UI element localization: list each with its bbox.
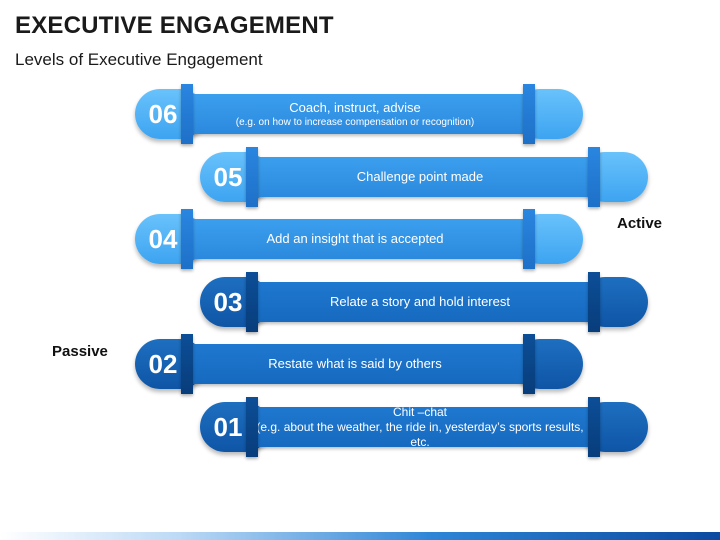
page-title: EXECUTIVE ENGAGEMENT	[15, 12, 334, 39]
level-row-03: Relate a story and hold interest 03	[200, 272, 650, 332]
level-row-05: Challenge point made 05	[200, 147, 650, 207]
clip-right	[588, 272, 600, 332]
clip-right	[523, 334, 535, 394]
clip-right	[588, 397, 600, 457]
level-subtext: (e.g. about the weather, the ride in, ye…	[256, 420, 584, 449]
level-text: Relate a story and hold interest	[330, 294, 510, 309]
page-subtitle: Levels of Executive Engagement	[15, 50, 263, 69]
level-bar: Chit –chat (e.g. about the weather, the …	[250, 405, 590, 449]
clip-left	[246, 397, 258, 457]
level-row-04: Add an insight that is accepted 04	[135, 209, 585, 269]
level-bar: Challenge point made	[250, 157, 590, 197]
clip-left	[181, 209, 193, 269]
level-number: 05	[213, 162, 243, 192]
level-number: 03	[213, 287, 243, 317]
footer-gradient-bar	[0, 532, 720, 540]
clip-left	[181, 84, 193, 144]
clip-right	[588, 147, 600, 207]
level-text: Restate what is said by others	[268, 356, 442, 371]
level-bar: Relate a story and hold interest	[250, 282, 590, 322]
clip-left	[181, 334, 193, 394]
level-number: 04	[148, 224, 178, 254]
level-row-02: Restate what is said by others 02	[135, 334, 585, 394]
passive-label: Passive	[52, 343, 108, 360]
clip-right	[523, 209, 535, 269]
level-row-01: Chit –chat (e.g. about the weather, the …	[200, 397, 650, 457]
level-bar: Add an insight that is accepted	[185, 219, 525, 259]
level-bar: Coach, instruct, advise (e.g. on how to …	[185, 94, 525, 134]
level-text: Coach, instruct, advise	[289, 99, 421, 115]
level-subtext: (e.g. on how to increase compensation or…	[235, 116, 475, 128]
level-text: Add an insight that is accepted	[266, 231, 444, 246]
level-text: Challenge point made	[356, 169, 484, 184]
clip-right	[523, 84, 535, 144]
level-number: 01	[213, 412, 243, 442]
clip-left	[246, 272, 258, 332]
level-bar: Restate what is said by others	[185, 344, 525, 384]
level-text: Chit –chat	[392, 405, 448, 419]
clip-left	[246, 147, 258, 207]
level-number: 06	[148, 99, 178, 129]
level-number: 02	[148, 349, 178, 379]
active-label: Active	[617, 215, 663, 232]
level-row-06: Coach, instruct, advise (e.g. on how to …	[135, 84, 585, 144]
